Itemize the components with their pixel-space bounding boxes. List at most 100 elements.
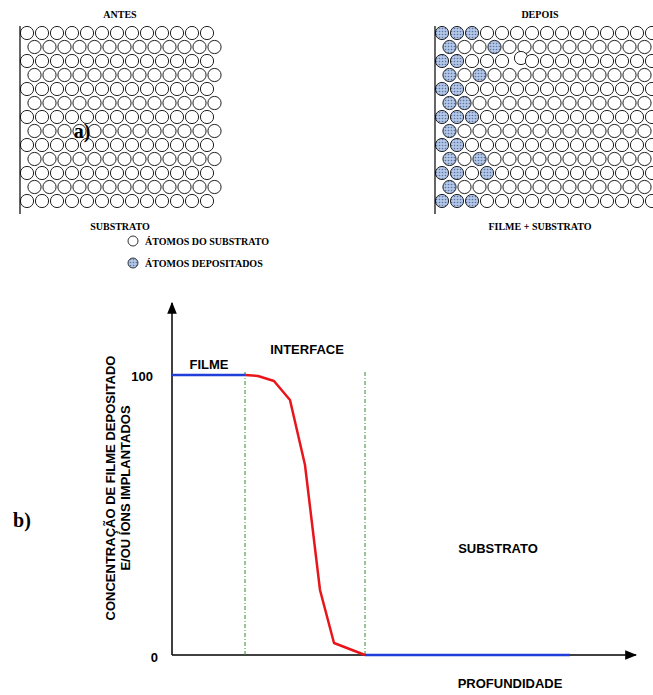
- substrate-atom: [600, 194, 613, 207]
- substrate-atom: [630, 26, 643, 39]
- substrate-atom: [555, 138, 568, 151]
- substrate-atom: [73, 180, 86, 193]
- substrate-atom: [43, 40, 56, 53]
- substrate-atom: [533, 124, 546, 137]
- substrate-atom: [503, 40, 516, 53]
- substrate-atom: [525, 166, 538, 179]
- substrate-atom: [200, 26, 213, 39]
- substrate-atom: [503, 68, 516, 81]
- substrate-atom: [103, 68, 116, 81]
- substrate-atom: [525, 26, 538, 39]
- substrate-atom: [458, 180, 471, 193]
- substrate-atom: [630, 166, 643, 179]
- substrate-atom: [155, 54, 168, 67]
- substrate-atom: [163, 40, 176, 53]
- substrate-atom: [465, 166, 478, 179]
- substrate-atom: [95, 166, 108, 179]
- deposited-atom: [435, 82, 448, 95]
- substrate-atom: [488, 96, 501, 109]
- substrate-atom: [58, 180, 71, 193]
- axis-title: PROFUNDIDADE: [458, 676, 563, 691]
- substrate-atom: [638, 124, 651, 137]
- substrate-atom: [615, 26, 628, 39]
- substrate-atom: [178, 124, 191, 137]
- substrate-atom: [170, 54, 183, 67]
- deposited-atom: [465, 110, 478, 123]
- substrate-atom: [465, 82, 478, 95]
- substrate-atom: [118, 124, 131, 137]
- substrate-atom: [600, 26, 613, 39]
- substrate-atom: [645, 82, 653, 95]
- substrate-atom: [570, 82, 583, 95]
- substrate-atom: [593, 40, 606, 53]
- substrate-atom: [28, 96, 41, 109]
- substrate-atom: [118, 40, 131, 53]
- substrate-atom: [593, 124, 606, 137]
- substrate-atom: [208, 152, 221, 165]
- substrate-atom: [43, 152, 56, 165]
- substrate-atom: [80, 82, 93, 95]
- tick-label: 0: [151, 650, 158, 665]
- substrate-atom: [170, 194, 183, 207]
- substrate-atom: [118, 180, 131, 193]
- substrate-atom: [155, 194, 168, 207]
- substrate-atom: [540, 82, 553, 95]
- substrate-atom: [58, 68, 71, 81]
- substrate-atom: [73, 96, 86, 109]
- substrate-atom: [50, 82, 63, 95]
- substrate-atom: [163, 152, 176, 165]
- deposited-atom: [465, 26, 478, 39]
- substrate-atom: [533, 68, 546, 81]
- substrate-atom: [495, 110, 508, 123]
- substrate-atom: [200, 82, 213, 95]
- substrate-atom: [570, 194, 583, 207]
- substrate-atom: [465, 138, 478, 151]
- substrate-atom: [200, 110, 213, 123]
- substrate-atom: [585, 26, 598, 39]
- substrate-atom: [623, 180, 636, 193]
- deposited-atom: [443, 96, 456, 109]
- substrate-atom: [608, 124, 621, 137]
- substrate-atom: [193, 96, 206, 109]
- state-title: ANTES: [103, 9, 136, 20]
- substrate-atom: [563, 40, 576, 53]
- substrate-atom: [525, 110, 538, 123]
- deposited-atom: [443, 124, 456, 137]
- substrate-atom: [163, 68, 176, 81]
- substrate-atom: [638, 96, 651, 109]
- substrate-atom: [155, 26, 168, 39]
- substrate-atom: [518, 96, 531, 109]
- deposited-atom: [465, 194, 478, 207]
- substrate-atom: [630, 138, 643, 151]
- substrate-atom: [480, 194, 493, 207]
- substrate-atom: [125, 110, 138, 123]
- substrate-atom: [193, 152, 206, 165]
- substrate-atom: [50, 110, 63, 123]
- part-label: a): [74, 120, 91, 143]
- substrate-atom: [200, 166, 213, 179]
- substrate-atom: [125, 166, 138, 179]
- substrate-atom: [600, 166, 613, 179]
- substrate-atom: [185, 26, 198, 39]
- substrate-atom: [125, 138, 138, 151]
- substrate-atom: [140, 110, 153, 123]
- substrate-atom: [608, 180, 621, 193]
- substrate-atom: [148, 180, 161, 193]
- substrate-atom: [110, 166, 123, 179]
- substrate-atom: [645, 54, 653, 67]
- substrate-atom: [555, 110, 568, 123]
- deposited-atom: [473, 152, 486, 165]
- substrate-atom: [480, 110, 493, 123]
- substrate-atom: [525, 82, 538, 95]
- substrate-atom: [503, 96, 516, 109]
- deposited-atom: [443, 68, 456, 81]
- substrate-atom: [88, 68, 101, 81]
- substrate-atom: [208, 40, 221, 53]
- substrate-atom: [95, 54, 108, 67]
- panel-caption: FILME + SUBSTRATO: [488, 221, 591, 232]
- substrate-atom: [615, 138, 628, 151]
- substrate-atom: [65, 82, 78, 95]
- substrate-atom: [35, 110, 48, 123]
- substrate-atom: [495, 138, 508, 151]
- substrate-atom: [178, 40, 191, 53]
